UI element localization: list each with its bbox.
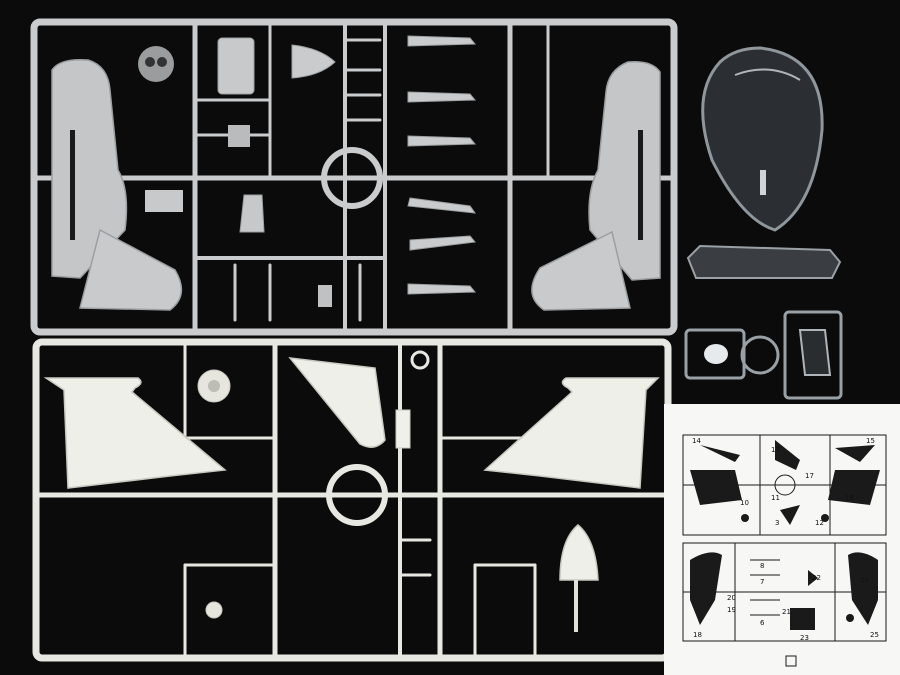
part-number: 6 — [760, 619, 765, 627]
part-number: 25 — [870, 631, 879, 639]
white-parts-bottom — [43, 357, 660, 632]
part-number: 14 — [692, 437, 701, 445]
part-number: 7 — [760, 578, 764, 586]
tail-fin-left — [79, 228, 183, 311]
logo-mark — [785, 655, 797, 667]
hud-part — [798, 329, 832, 376]
part-number: 17 — [805, 472, 814, 480]
grey-parts-top — [51, 35, 661, 311]
canopy — [701, 46, 824, 232]
part-number: 18 — [693, 631, 702, 639]
panel-part — [217, 37, 255, 95]
part-number: 3 — [775, 519, 779, 527]
part-number: 8 — [760, 562, 764, 570]
part-number: 10 — [740, 499, 749, 507]
part-number: 22 — [812, 574, 821, 582]
grey-sprue-top — [30, 18, 678, 336]
wing-right — [483, 377, 660, 489]
tail-fin-right — [531, 230, 631, 311]
wing-left — [43, 377, 227, 489]
part-number: 24 — [860, 576, 869, 584]
intake-part — [138, 46, 174, 82]
part-number: 20 — [727, 594, 736, 602]
part-number: 11 — [771, 494, 780, 502]
missile-parts — [407, 35, 477, 295]
nose-cone-grey — [291, 44, 336, 79]
part-number: 12 — [815, 519, 824, 527]
part-number: 21 — [782, 608, 791, 616]
part-number: 19 — [727, 606, 736, 614]
part-number: 16 — [845, 494, 854, 502]
part-number: 23 — [800, 634, 809, 642]
part-number: 15 — [866, 437, 875, 445]
windscreen-strip — [686, 244, 842, 279]
small-part-1 — [228, 125, 250, 147]
nose-cone-white — [559, 524, 599, 581]
light-lens — [704, 344, 728, 364]
clear-parts — [684, 46, 843, 400]
part-number: 13 — [771, 446, 780, 454]
small-part-2 — [145, 190, 183, 212]
instruction-sheet: 14 15 13 11 17 16 10 12 3 18 19 20 21 22… — [664, 404, 900, 675]
stabilizer — [288, 357, 386, 448]
clear-sprue-frame — [684, 328, 746, 380]
small-block — [395, 409, 411, 449]
small-wheel — [205, 601, 223, 619]
pylon-part — [239, 194, 265, 233]
